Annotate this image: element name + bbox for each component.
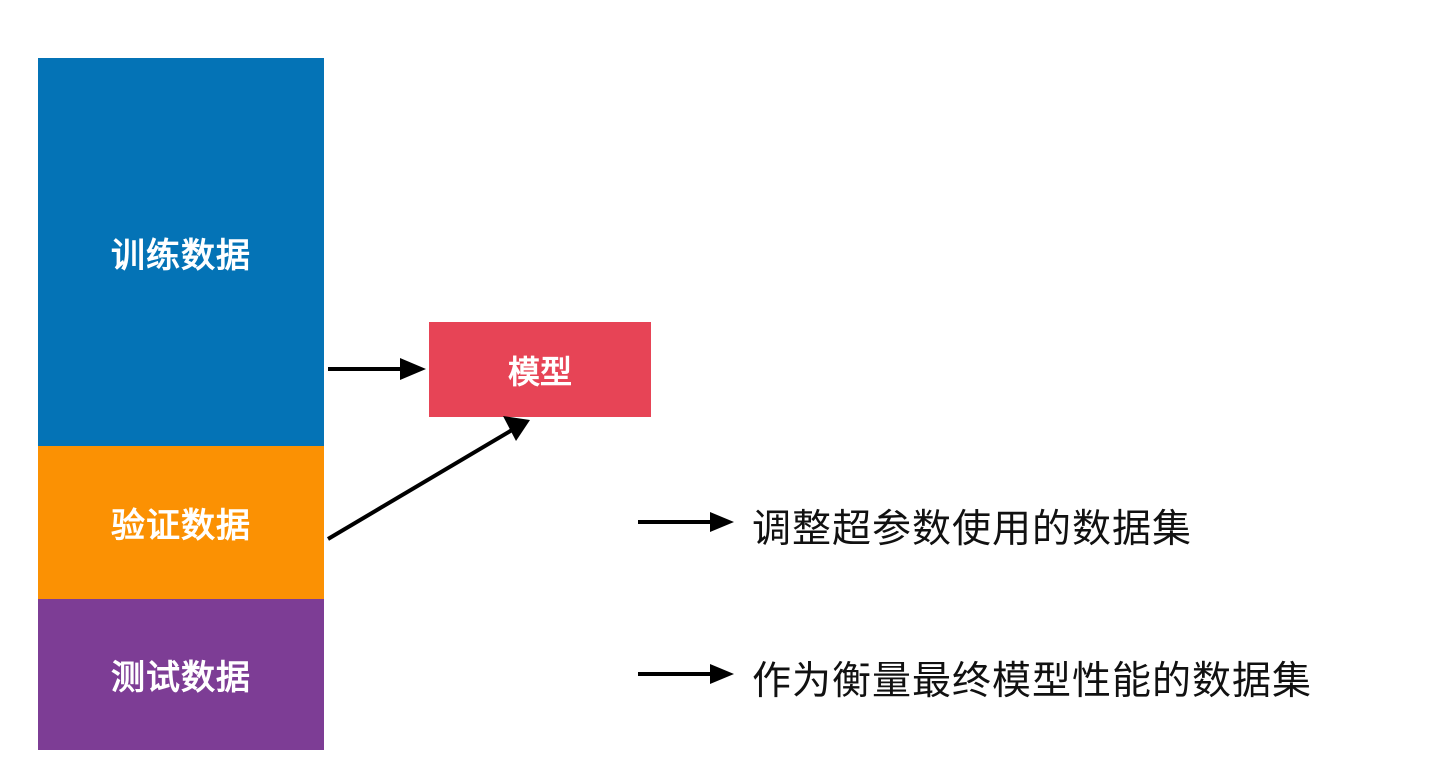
test-note-arrow: [638, 664, 734, 684]
model-box: 模型: [429, 322, 651, 417]
test-data-block: 测试数据: [38, 599, 324, 750]
validation-note: 调整超参数使用的数据集: [752, 507, 1193, 552]
train-to-model-arrow: [328, 358, 426, 380]
model-label: 模型: [507, 352, 572, 391]
validation-data-label: 验证数据: [111, 506, 251, 546]
training-data-label: 训练数据: [111, 235, 251, 276]
validation-note-arrow: [638, 512, 734, 532]
test-data-label: 测试数据: [111, 658, 251, 698]
validation-to-model-arrow: [326, 416, 530, 541]
test-note: 作为衡量最终模型性能的数据集: [752, 659, 1313, 704]
validation-data-block: 验证数据: [38, 446, 324, 599]
training-data-block: 训练数据: [38, 58, 324, 446]
